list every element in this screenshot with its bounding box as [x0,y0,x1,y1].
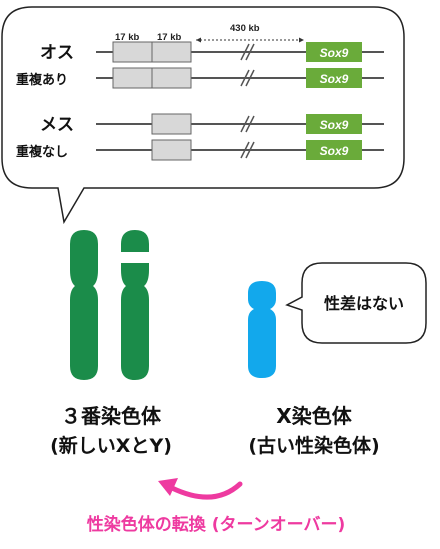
locus-row-female-2: Sox9 [96,139,384,161]
sox9-gene-label: Sox9 [320,118,349,132]
gap-mark [240,43,255,61]
duplicated-segment-2 [151,41,192,63]
sox9-gene-box [306,140,362,160]
row-label-duplication-present: 重複あり [16,72,68,88]
single-segment [151,139,192,161]
distance-arrow-left-head [196,37,201,43]
locus-row-male-2: Sox9 [96,67,384,89]
sox9-gene-label: Sox9 [320,72,349,86]
chromosome-3-left [70,230,98,380]
size-label-second-segment: 17 kb [157,32,181,43]
single-segment [151,113,192,135]
duplicated-segment-1 [112,41,153,63]
row-label-duplication-absent: 重複なし [16,144,68,160]
sox9-gene-box [306,42,362,62]
chromosome-x [248,281,276,378]
gap-mark [240,115,255,133]
chromosome-3-subcaption: (新しいXとY) [50,434,172,457]
sox9-gene-box [306,68,362,88]
right-bubble-text: 性差はない [324,294,404,313]
sox9-gene-label: Sox9 [320,46,349,60]
size-label-distance: 430 kb [230,23,260,34]
speech-bubble-top [1,6,405,225]
turnover-label: 性染色体の転換 (ターンオーバー) [87,514,345,535]
sox9-gene-box [306,114,362,134]
chromosome-band [121,252,149,263]
row-label-male: オス [40,43,74,63]
speech-bubble-right [285,262,427,344]
locus-row-female: Sox9 [96,113,384,135]
size-label-first-segment: 17 kb [115,32,139,43]
distance-arrow-right-head [299,37,304,43]
sox9-gene-label: Sox9 [320,144,349,158]
curved-arrow-left-icon [158,478,243,500]
row-label-female: メス [40,115,74,135]
locus-row-male: Sox9 [96,41,384,63]
gap-mark [240,69,255,87]
chromosome-x-caption: X染色体 [276,404,352,428]
chromosome-3-caption: ３番染色体 [61,404,162,428]
chromosome-x-subcaption: (古い性染色体) [248,434,379,457]
gap-mark [240,141,255,159]
duplicated-segment-2 [151,67,192,89]
duplicated-segment-1 [112,67,153,89]
chromosome-3-right [121,230,149,380]
